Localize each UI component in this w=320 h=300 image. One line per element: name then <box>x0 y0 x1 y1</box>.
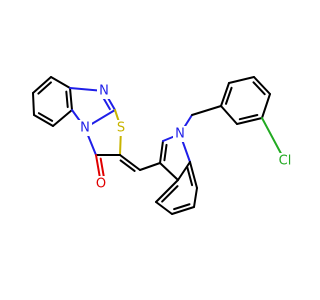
bond-p6-p1 <box>220 105 238 125</box>
bond-c4-ch-second-line <box>119 159 136 172</box>
bond-i7a-i7 <box>189 161 198 189</box>
bond-i6-i5-second-line <box>173 203 191 211</box>
bond-i3a-i3 <box>159 162 179 181</box>
bond-b3-b4-second-line <box>65 90 69 109</box>
bond-p3-p4-second-line <box>252 81 266 96</box>
atom-n-indole: N <box>173 126 187 142</box>
atom-s: S <box>114 120 128 136</box>
atom-o: O <box>94 176 108 192</box>
bond-p1-p2 <box>220 82 230 107</box>
atom-label-o: O <box>96 177 106 192</box>
atom-label-layer: N S N O N Cl <box>78 83 295 192</box>
bond-i7a-i7-second-line <box>186 165 194 187</box>
bond-i3-i2-second-line <box>163 143 168 162</box>
bond-i5-i4 <box>155 201 173 215</box>
bond-p3-p4 <box>253 76 271 95</box>
atom-label-cl: Cl <box>279 154 292 169</box>
bond-p4-p5 <box>261 93 271 119</box>
atom-n-bridge: N <box>78 120 92 136</box>
bond-i7-i6 <box>193 187 198 208</box>
bond-b4-b5 <box>52 109 73 127</box>
bond-i4-i3a <box>155 179 179 203</box>
bond-p5-p6 <box>236 117 263 125</box>
atom-label-n-indole: N <box>175 127 185 142</box>
bond-b2-b3 <box>50 76 71 89</box>
atom-label-s: S <box>117 121 125 136</box>
bond-b6-b1 <box>32 92 35 116</box>
bond-p1-p2-second-line <box>224 86 233 105</box>
bond-ch-i3 <box>139 162 161 171</box>
bond-i7a-i3a <box>177 161 191 181</box>
bond-b5-b6-second-line <box>37 112 54 122</box>
bond-c3-o-second-line <box>99 157 106 180</box>
bond-p2-p3 <box>228 76 255 84</box>
bond-i6-i5 <box>171 206 195 215</box>
bond-b5-b6 <box>33 114 54 127</box>
bond-layer <box>32 76 286 215</box>
atom-label-n-imine: N <box>99 84 109 99</box>
bond-ch2-p1 <box>191 105 222 116</box>
atom-cl: Cl <box>275 153 295 169</box>
bond-b1-b2 <box>32 76 52 94</box>
atom-n-imine: N <box>97 83 111 99</box>
bond-c4-ch <box>119 154 141 171</box>
bond-b1-b2-second-line <box>37 81 52 95</box>
molecule-structure-diagram: N S N O N Cl <box>32 76 295 215</box>
bond-b3-b4 <box>69 87 73 111</box>
bond-i4-i3a-second-line <box>161 185 179 203</box>
bond-p5-p6-second-line <box>238 114 259 121</box>
atom-label-n-bridge: N <box>80 121 90 136</box>
bond-i3-i2 <box>159 140 164 164</box>
